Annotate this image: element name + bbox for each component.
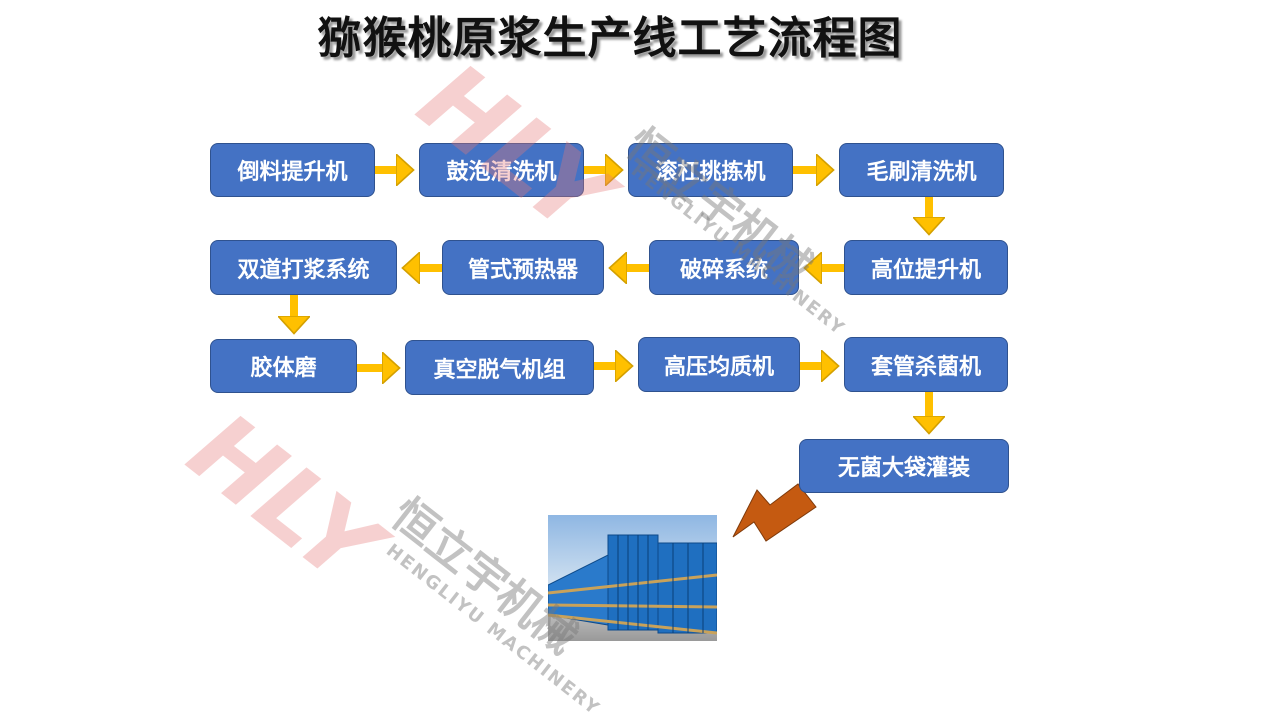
step-box: 倒料提升机: [210, 143, 375, 197]
step-box: 无菌大袋灌装: [799, 439, 1009, 493]
page-title: 猕猴桃原浆生产线工艺流程图: [317, 13, 903, 64]
blue-drums-photo: [548, 515, 717, 641]
step-box: 真空脱气机组: [405, 340, 594, 395]
final-arrow: [732, 483, 817, 542]
step-box: 高压均质机: [638, 337, 800, 392]
step-box: 滚杠挑拣机: [628, 143, 793, 197]
step-box: 胶体磨: [210, 339, 357, 393]
step-box: 套管杀菌机: [844, 337, 1008, 392]
step-box: 高位提升机: [844, 240, 1008, 295]
step-box: 破碎系统: [649, 240, 799, 295]
drums-illustration: [548, 534, 717, 635]
step-box: 双道打浆系统: [210, 240, 397, 295]
step-box: 鼓泡清洗机: [419, 143, 584, 197]
step-box: 毛刷清洗机: [839, 143, 1004, 197]
step-box: 管式预热器: [442, 240, 604, 295]
